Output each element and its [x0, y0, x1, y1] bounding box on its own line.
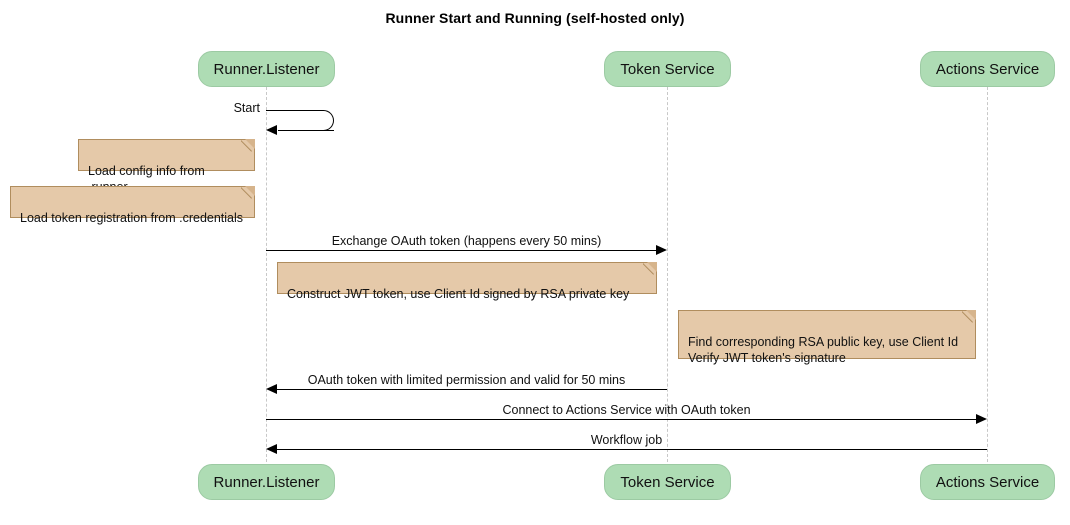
lifeline-token: [667, 87, 668, 462]
arrowhead-exchange-oauth-token: [656, 245, 667, 255]
message-start-self-loop: [266, 110, 336, 135]
note-fold-icon: [966, 310, 976, 320]
message-label-workflow-job: Workflow job: [590, 433, 663, 447]
arrowhead-connect-actions-service: [976, 414, 987, 424]
note-text: Find corresponding RSA public key, use C…: [688, 335, 959, 365]
participant-runner-bottom[interactable]: Runner.Listener: [198, 464, 335, 500]
message-label-connect-actions-service: Connect to Actions Service with OAuth to…: [502, 403, 751, 417]
note-text: Construct JWT token, use Client Id signe…: [287, 287, 630, 301]
participant-runner-top[interactable]: Runner.Listener: [198, 51, 335, 87]
page-title: Runner Start and Running (self-hosted on…: [385, 10, 685, 26]
note-verify-jwt: Find corresponding RSA public key, use C…: [678, 310, 976, 365]
note-fold-icon: [245, 139, 255, 149]
participant-label: Runner.Listener: [213, 473, 320, 491]
note-construct-jwt: Construct JWT token, use Client Id signe…: [277, 262, 657, 301]
participant-token-top[interactable]: Token Service: [604, 51, 731, 87]
note-fold-icon: [647, 262, 657, 272]
message-line-workflow-job: [277, 449, 987, 450]
participant-label: Actions Service: [935, 473, 1040, 491]
message-label-oauth-token-reply: OAuth token with limited permission and …: [307, 373, 626, 387]
message-line-connect-actions-service: [266, 419, 976, 420]
participant-token-bottom[interactable]: Token Service: [604, 464, 731, 500]
arrowhead-workflow-job: [266, 444, 277, 454]
participant-label: Token Service: [620, 473, 715, 491]
note-text: Load token registration from .credential…: [20, 211, 244, 225]
message-line-oauth-token-reply: [277, 389, 667, 390]
note-fold-icon: [245, 186, 255, 196]
participant-actions-bottom[interactable]: Actions Service: [920, 464, 1055, 500]
message-label-start: Start: [233, 101, 260, 115]
note-load-token-registration: Load token registration from .credential…: [10, 186, 255, 225]
arrowhead-start: [266, 125, 277, 135]
lifeline-runner: [266, 87, 267, 462]
participant-actions-top[interactable]: Actions Service: [920, 51, 1055, 87]
lifeline-actions: [987, 87, 988, 462]
participant-label: Runner.Listener: [213, 60, 320, 78]
arrowhead-oauth-token-reply: [266, 384, 277, 394]
message-label-exchange-oauth-token: Exchange OAuth token (happens every 50 m…: [331, 234, 602, 248]
note-load-config: Load config info from .runner: [78, 139, 255, 194]
message-line-exchange-oauth-token: [266, 250, 656, 251]
participant-label: Actions Service: [935, 60, 1040, 78]
participant-label: Token Service: [620, 60, 715, 78]
